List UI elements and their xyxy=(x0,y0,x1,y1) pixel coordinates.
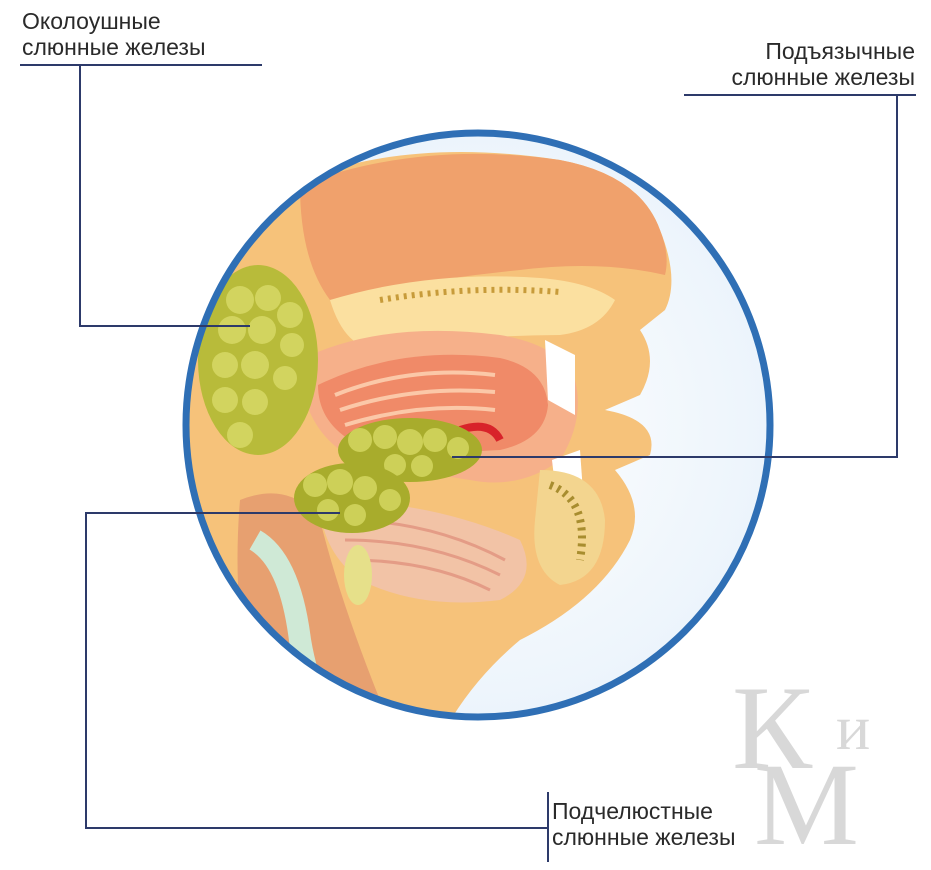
label-parotid-line2: слюнные железы xyxy=(22,34,205,60)
label-sublingual-underline xyxy=(684,94,916,96)
label-submandibular-line1: Подчелюстные xyxy=(552,798,735,824)
label-parotid-underline xyxy=(20,64,262,66)
label-submandibular-glands: Подчелюстные слюнные железы xyxy=(552,798,735,850)
label-sublingual-line1: Подъязычные xyxy=(732,38,915,64)
label-parotid-glands: Околоушные слюнные железы xyxy=(22,8,205,60)
label-sublingual-glands: Подъязычные слюнные железы xyxy=(732,38,915,90)
label-sublingual-line2: слюнные железы xyxy=(732,64,915,90)
publisher-watermark-logo: К и М xyxy=(724,668,914,858)
label-parotid-line1: Околоушные xyxy=(22,8,205,34)
label-submandibular-line2: слюнные железы xyxy=(552,824,735,850)
submandibular-gland xyxy=(294,463,410,533)
watermark-letter-m: М xyxy=(754,746,859,864)
